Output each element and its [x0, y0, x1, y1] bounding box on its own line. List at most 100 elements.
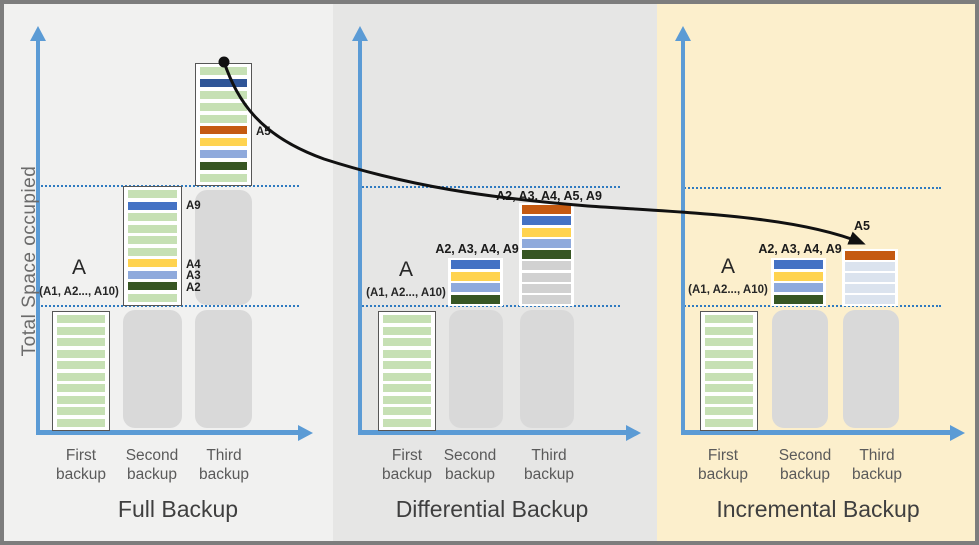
- stripe-gray: [522, 295, 571, 304]
- backup-bar: [378, 311, 436, 431]
- x-axis-incremental-backup: [681, 430, 951, 435]
- stripe-yellow: [128, 259, 177, 268]
- dataset-label: A: [71, 256, 87, 279]
- stripe-green: [57, 418, 105, 427]
- backup-bar: [123, 186, 182, 306]
- stripe-green: [128, 293, 177, 302]
- stripe-paleblue: [845, 284, 895, 293]
- dotted-reference-line: [358, 305, 620, 307]
- x-axis-differential-backup: [358, 430, 627, 435]
- backup-bar: [700, 311, 758, 431]
- column-label: Second backup: [443, 447, 497, 483]
- stripe-green: [57, 407, 105, 416]
- stripe-orange: [522, 205, 571, 214]
- delta-stack: [771, 258, 826, 306]
- y-axis-arrow-incremental-backup: [675, 26, 691, 41]
- stripe-green: [383, 372, 431, 381]
- block-label-A2: A2: [186, 282, 201, 295]
- stripe-yellow: [774, 271, 823, 281]
- stripe-green: [128, 213, 177, 222]
- stripe-green: [57, 349, 105, 358]
- backup-bar: [52, 311, 110, 431]
- ghost-bar: [449, 310, 503, 428]
- stripe-green: [383, 384, 431, 393]
- dataset-sublabel: (A1, A2..., A10): [688, 284, 768, 296]
- stripe-darkgreen: [774, 294, 823, 304]
- block-label-A4: A4: [186, 258, 201, 271]
- ghost-bar: [772, 310, 828, 428]
- column-label: First backup: [698, 447, 748, 483]
- dataset-label: A: [398, 258, 414, 281]
- y-axis-full-backup: [36, 40, 40, 434]
- column-label: Second backup: [778, 447, 832, 483]
- block-label-A9: A9: [186, 199, 201, 212]
- block-label-A3: A3: [186, 270, 201, 283]
- stripe-gray: [522, 283, 571, 293]
- stripe-darkgreen: [522, 250, 571, 259]
- stack-label: A5: [854, 219, 870, 233]
- stripe-green: [57, 384, 105, 393]
- delta-stack: [448, 258, 503, 306]
- y-axis-incremental-backup: [681, 40, 685, 434]
- stripe-paleblue: [845, 273, 895, 282]
- stripe-green: [57, 372, 105, 381]
- stripe-green: [383, 338, 431, 347]
- stripe-green: [128, 224, 177, 233]
- x-axis-arrow-differential-backup: [626, 425, 641, 441]
- stripe-green: [383, 418, 431, 427]
- stripe-green: [705, 372, 753, 381]
- stripe-green: [200, 90, 247, 99]
- stack-label: A2, A3, A4, A9: [435, 242, 519, 256]
- panel-title-differential-backup: Differential Backup: [395, 496, 589, 522]
- ghost-bar: [843, 310, 899, 428]
- stripe-darkgreen: [128, 282, 177, 291]
- dataset-sublabel: (A1, A2..., A10): [39, 286, 119, 298]
- dotted-reference-line: [36, 305, 299, 307]
- ghost-bar: [520, 310, 574, 428]
- stripe-green: [383, 361, 431, 370]
- x-axis-arrow-full-backup: [298, 425, 313, 441]
- stripe-darkgreen: [200, 162, 247, 170]
- delta-stack: [519, 203, 574, 306]
- dotted-reference-line: [358, 186, 620, 188]
- stripe-green: [57, 395, 105, 404]
- stripe-darkgreen: [451, 294, 500, 304]
- stripe-blue: [522, 216, 571, 226]
- dataset-sublabel: (A1, A2..., A10): [366, 287, 446, 299]
- y-axis-title: Total Space occupied: [19, 165, 40, 357]
- stripe-green: [705, 315, 753, 323]
- column-label: First backup: [382, 447, 432, 483]
- stripe-blue: [774, 260, 823, 269]
- stripe-green: [200, 67, 247, 75]
- dataset-label: A: [720, 255, 736, 278]
- delta-stack: [842, 249, 898, 306]
- stripe-green: [705, 349, 753, 358]
- stripe-lightblue: [128, 270, 177, 279]
- stripe-orange: [200, 126, 247, 135]
- stripe-yellow: [200, 138, 247, 147]
- stripe-green: [383, 315, 431, 323]
- y-axis-differential-backup: [358, 40, 362, 434]
- stripe-green: [383, 407, 431, 416]
- stripe-paleblue: [845, 295, 895, 304]
- stripe-green: [57, 361, 105, 370]
- stripe-yellow: [522, 227, 571, 237]
- y-axis-arrow-differential-backup: [352, 26, 368, 41]
- stripe-green: [57, 326, 105, 335]
- stripe-green: [705, 361, 753, 370]
- stripe-green: [705, 338, 753, 347]
- stripe-lightblue: [200, 150, 247, 159]
- dotted-reference-line: [681, 305, 941, 307]
- stripe-gray: [522, 272, 571, 282]
- stripe-green: [705, 326, 753, 335]
- x-axis-arrow-incremental-backup: [950, 425, 965, 441]
- column-label: Third backup: [199, 447, 249, 483]
- panel-title-incremental-backup: Incremental Backup: [716, 496, 920, 522]
- dotted-reference-line: [681, 187, 941, 189]
- stripe-green: [705, 395, 753, 404]
- column-label: Third backup: [852, 447, 902, 483]
- column-label: Third backup: [524, 447, 574, 483]
- stripe-green: [200, 102, 247, 111]
- backup-bar: [195, 63, 252, 186]
